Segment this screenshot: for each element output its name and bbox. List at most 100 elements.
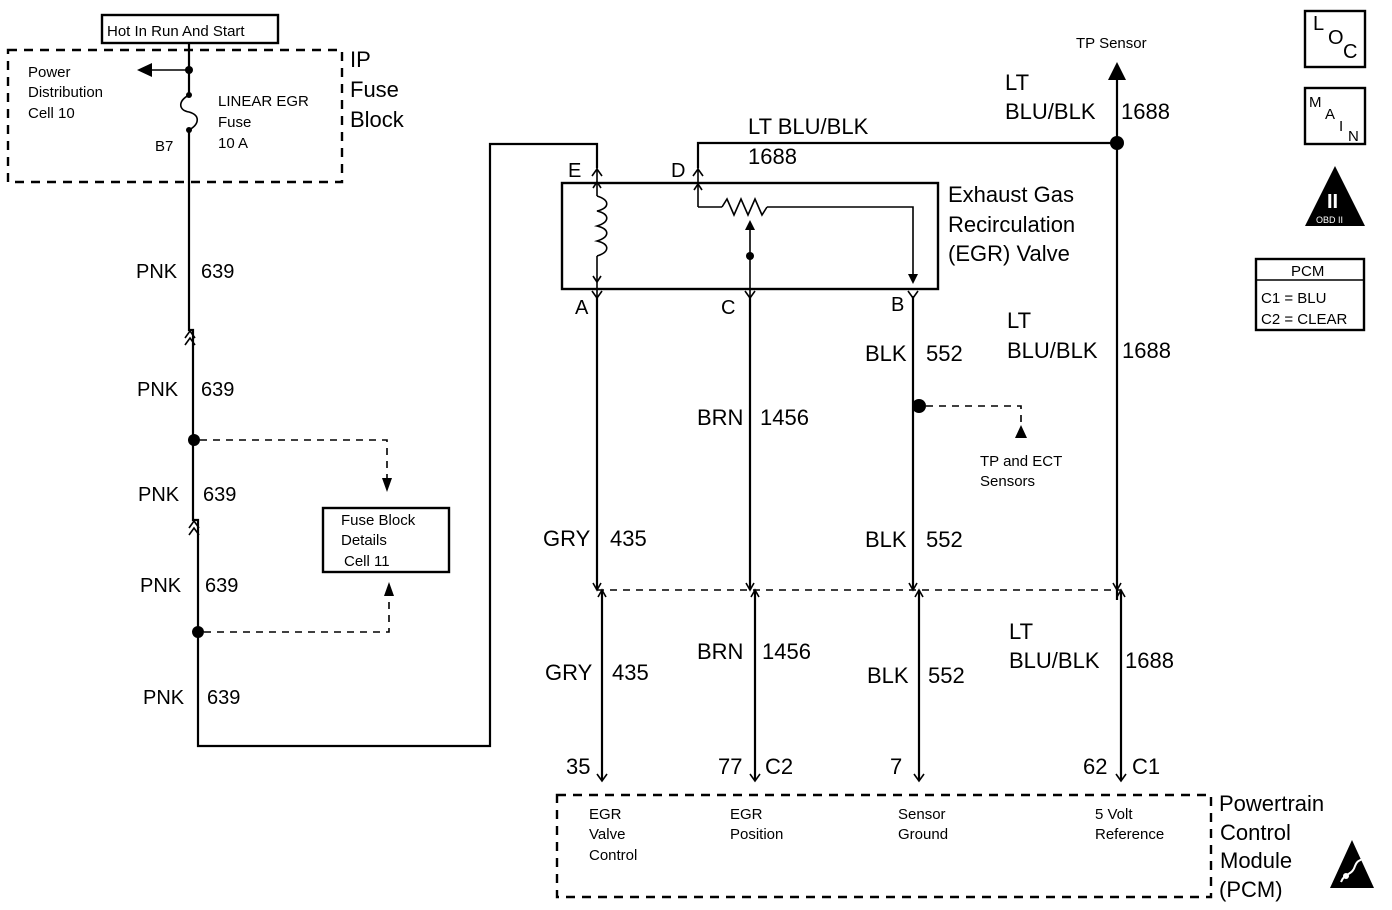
ltblu-blk-1688-wire-top: [696, 141, 1117, 168]
ltblu-blk-circuit-label: 1688: [748, 144, 797, 169]
fuse-label-1: LINEAR EGR: [218, 93, 309, 110]
pnk-circuit-label: 639: [203, 484, 236, 506]
lt-label: LT: [1007, 308, 1031, 333]
gry-label: GRY: [545, 660, 593, 685]
pdc-label-1: Power: [28, 64, 71, 81]
tp-ect-label-1: TP and ECT: [980, 453, 1062, 470]
loc-letter-o: O: [1328, 27, 1344, 49]
obd-ii-icon: II OBD II: [1305, 166, 1365, 226]
loc-letter-c: C: [1343, 41, 1357, 63]
coil-arrow-icon: [592, 180, 602, 189]
pot-arrow-icon: [908, 274, 918, 284]
connector-chevron-icon: [184, 329, 196, 339]
blu-blk-label: BLU/BLK: [1009, 648, 1100, 673]
fuse-label-2: Fuse: [218, 114, 251, 131]
main-letter-a: A: [1325, 106, 1335, 123]
connector-chevron-icon: [745, 582, 755, 592]
loc-letter-l: L: [1313, 13, 1324, 35]
resistor-icon: [721, 197, 768, 217]
tp-ect-label-2: Sensors: [980, 473, 1035, 490]
circuit-1688-label: 1688: [1121, 99, 1170, 124]
pin-e-label: E: [568, 160, 581, 182]
pnk-circuit-label: 639: [201, 379, 234, 401]
fuse-terminal-top: [186, 92, 192, 98]
blk-label: BLK: [867, 663, 909, 688]
circuit-1456-label: 1456: [762, 639, 811, 664]
pnk-639-wire: [187, 130, 599, 748]
pnk-color-label: PNK: [140, 575, 182, 597]
brn-label: BRN: [697, 639, 743, 664]
pin-d-label: D: [671, 160, 685, 182]
brn-label: BRN: [697, 405, 743, 430]
arrow-up-icon: [1015, 425, 1027, 438]
fuse-details-label-1: Fuse Block: [341, 512, 416, 529]
pnk-circuit-label: 639: [205, 575, 238, 597]
pnk-color-label: PNK: [138, 484, 180, 506]
pcm-connector-c2: C2: [765, 754, 793, 779]
pnk-color-label: PNK: [137, 379, 179, 401]
circuit-435-label: 435: [610, 526, 647, 551]
splice-dot: [912, 399, 926, 413]
ip-fuse-block-label-1: IP: [350, 47, 371, 72]
pcm-term3-line2: Ground: [898, 826, 948, 843]
pcm-outline: [555, 793, 1213, 899]
pdc-label-2: Distribution: [28, 84, 103, 101]
connector-chevron-icon: [188, 519, 200, 529]
pdc-label-3: Cell 10: [28, 105, 75, 122]
pdc-arrow-icon: [137, 63, 152, 77]
blu-blk-label: BLU/BLK: [1007, 338, 1098, 363]
lt-label: LT: [1005, 70, 1029, 95]
legend-pcm-c1: C1 = BLU: [1261, 290, 1326, 307]
tp-sensor-label: TP Sensor: [1076, 35, 1147, 52]
pcm-term1-line3: Control: [589, 847, 637, 864]
circuit-435-label: 435: [612, 660, 649, 685]
pnk-color-label: PNK: [136, 261, 178, 283]
pot-lead-b: [767, 206, 914, 280]
fuse-symbol-icon: [179, 94, 199, 131]
fuse-details-link-top: [200, 439, 388, 478]
location-icon-box: [1303, 9, 1367, 69]
circuit-552-label: 552: [928, 663, 965, 688]
arrow-up-icon: [384, 582, 394, 596]
pcm-term2-line1: EGR: [730, 806, 763, 823]
pcm-term4-line1: 5 Volt: [1095, 806, 1133, 823]
pin-a-label: A: [575, 297, 589, 319]
connector-chevron-icon: [188, 526, 200, 536]
main-letter-n: N: [1348, 128, 1359, 145]
hot-in-run-start-label: Hot In Run And Start: [107, 23, 245, 40]
splice-dot: [188, 434, 200, 446]
circuit-1456-label: 1456: [760, 405, 809, 430]
pcm-name-1: Powertrain: [1219, 791, 1324, 816]
lt-label: LT: [1009, 619, 1033, 644]
pcm-name-2: Control: [1220, 820, 1291, 845]
ip-fuse-block-outline: [6, 48, 344, 184]
pcm-connector-legend-box: [1254, 257, 1366, 332]
connector-chevron-icon: [184, 336, 196, 346]
splice-dot: [185, 66, 193, 74]
circuit-1688-label: 1688: [1125, 648, 1174, 673]
pnk-circuit-label: 639: [207, 687, 240, 709]
terminal-chevron-icon: [1115, 773, 1127, 783]
fuse-block-details-box: [321, 506, 451, 574]
pcm-name-4: (PCM): [1219, 877, 1283, 902]
connector-chevron-icon: [908, 582, 918, 592]
egr-valve-label-3: (EGR) Valve: [948, 241, 1070, 266]
main-letter-i: I: [1339, 118, 1343, 135]
connector-chevron-icon: [592, 582, 602, 592]
pcm-pin-35: 35: [566, 754, 590, 779]
solenoid-coil-icon: [593, 195, 608, 257]
pcm-pin-77: 77: [718, 754, 742, 779]
egr-valve-label-2: Recirculation: [948, 212, 1075, 237]
pcm-name-3: Module: [1220, 848, 1292, 873]
wiper-dot: [746, 252, 754, 260]
circuit-1688-label: 1688: [1122, 338, 1171, 363]
circuit-552-label: 552: [926, 527, 963, 552]
ltblu-blk-color-label: LT BLU/BLK: [748, 114, 869, 139]
tp-sensor-arrow-icon: [1108, 62, 1126, 80]
terminal-chevron-icon: [749, 773, 761, 783]
fuse-details-label-3: Cell 11: [344, 553, 390, 570]
main-letter-m: M: [1309, 94, 1322, 111]
fuse-details-link-bottom: [204, 596, 390, 633]
gry-label: GRY: [543, 526, 591, 551]
esd-warning-icon: [1330, 840, 1374, 888]
